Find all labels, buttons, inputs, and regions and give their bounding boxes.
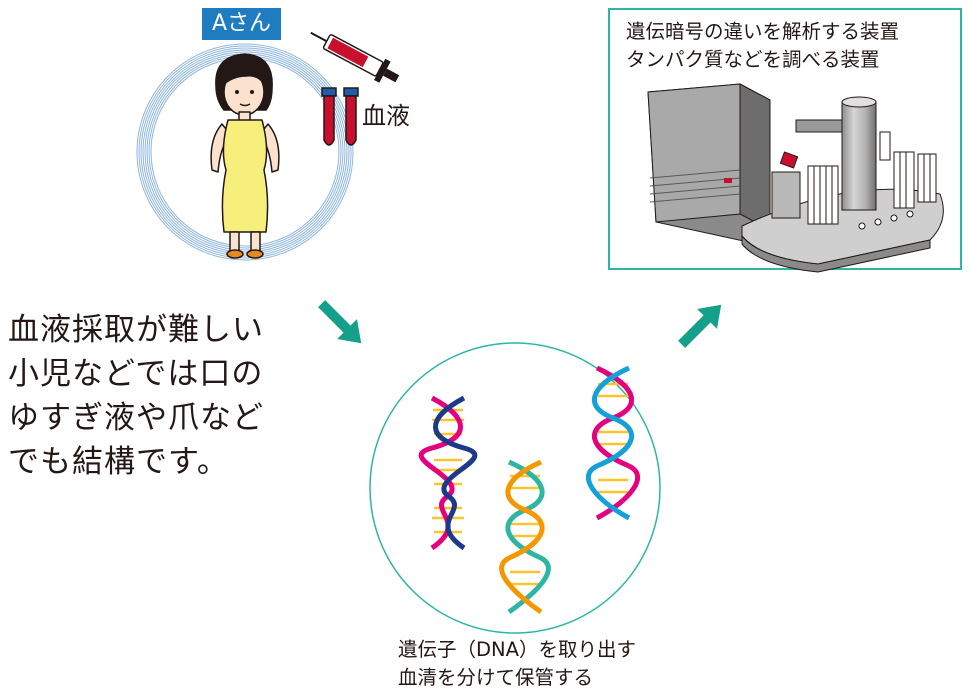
woman-illustration [210, 53, 280, 259]
note-line: でも結構です。 [8, 444, 229, 480]
note-line: 小児などでは口の [8, 356, 264, 392]
machine-label-line: タンパク質などを調べる装置 [626, 48, 880, 71]
note-line: 血液採取が難しい [8, 312, 264, 348]
note-line: ゆすぎ液や爪など [8, 400, 264, 436]
dna-helix-icon [418, 395, 478, 551]
syringe-icon [310, 31, 400, 83]
machine-label-line: 遺伝暗号の違いを解析する装置 [626, 20, 900, 43]
arrow-down-right-icon [318, 300, 362, 344]
dna-helix-icon [499, 459, 551, 615]
dna-label-line: 遺伝子（DNA）を取り出す [398, 638, 636, 661]
person-name-badge: Aさん [202, 8, 281, 40]
dna-label-line: 血清を分けて保管する [398, 666, 594, 689]
arrow-up-right-icon [678, 304, 722, 348]
dna-helix-icon [585, 365, 641, 521]
blood-label: 血液 [362, 102, 410, 130]
test-tube-icon [321, 87, 359, 146]
